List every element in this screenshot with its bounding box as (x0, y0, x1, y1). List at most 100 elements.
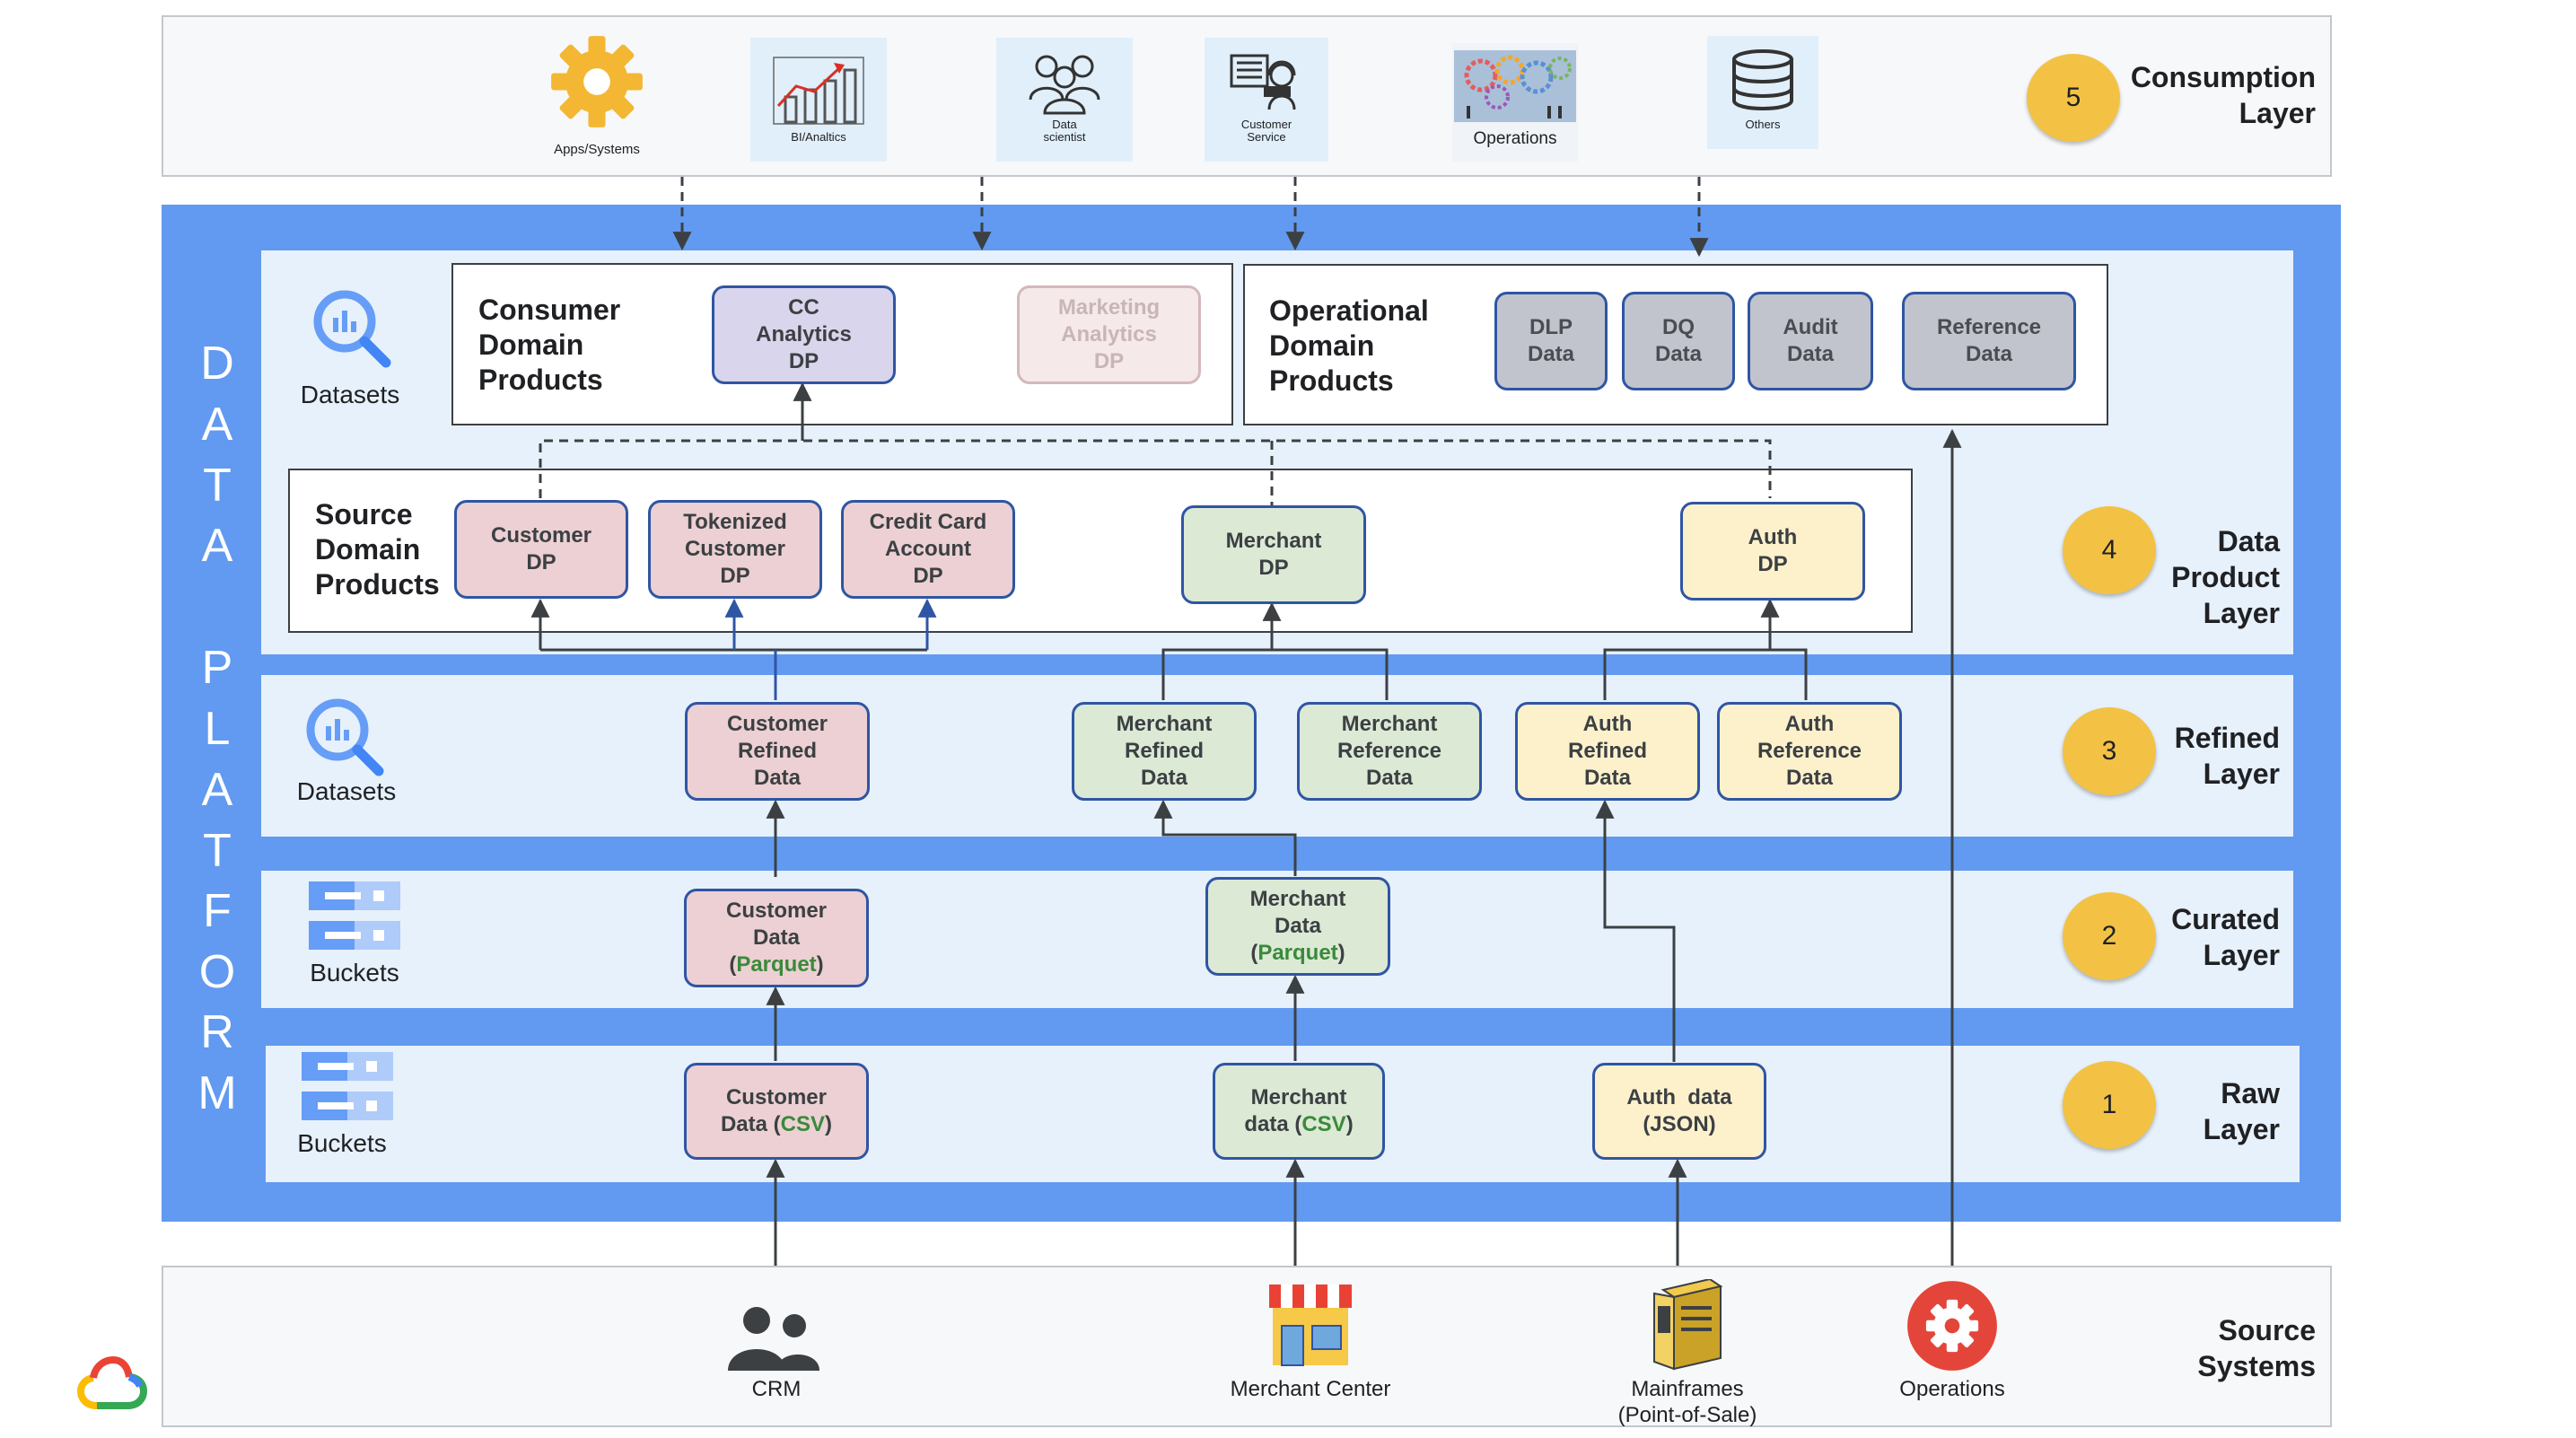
auth-dp[interactable]: Auth DP (1680, 502, 1865, 601)
raw-layer-label: Raw Layer (2203, 1077, 2280, 1145)
tokenized-customer-dp[interactable]: Tokenized Customer DP (648, 500, 822, 599)
datasets-store: Datasets (284, 694, 409, 820)
merchant-dp[interactable]: Merchant DP (1181, 505, 1366, 604)
format-label: CSV (780, 1112, 826, 1136)
box-line: Auth data (1626, 1085, 1732, 1109)
operations-source[interactable]: Operations (1889, 1279, 2015, 1414)
data-product-layer-label: Data Product Layer (2171, 525, 2280, 629)
buckets-store: Buckets (284, 1050, 400, 1162)
mainframes-source[interactable]: Mainframes (Point-of-Sale) (1598, 1279, 1777, 1432)
auth-data-json[interactable]: Auth data (JSON) (1592, 1063, 1766, 1160)
operations-consumer[interactable]: Operations (1452, 43, 1578, 162)
platform-letter: L (204, 703, 231, 755)
bar-chart-icon (773, 57, 864, 125)
credit-card-account-dp[interactable]: Credit Card Account DP (841, 500, 1015, 599)
customer-dp[interactable]: Customer DP (454, 500, 628, 599)
box-line: Data (1274, 914, 1322, 938)
google-cloud-logo (76, 1355, 147, 1409)
format-label: Parquet (1257, 941, 1338, 965)
storage-bucket-icon (302, 1052, 393, 1120)
buckets-store: Buckets (296, 880, 413, 992)
auth-reference-data[interactable]: Auth Reference Data (1717, 702, 1902, 801)
database-icon (1732, 49, 1793, 110)
consumption-layer-label: Consumption Layer (2130, 61, 2316, 129)
layer-number-badge: 2 (2063, 892, 2156, 980)
box-paren: ) (825, 1112, 833, 1136)
apps-systems-consumer[interactable]: Apps/Systems (539, 34, 655, 164)
buckets-label: Buckets (297, 1129, 387, 1157)
refined-layer-label: Refined Layer (2174, 722, 2280, 790)
audit-data[interactable]: Audit Data (1748, 292, 1873, 390)
consumer-label: Operations (1473, 129, 1557, 148)
customer-service-icon (1230, 54, 1296, 110)
crm-source[interactable]: CRM (714, 1306, 839, 1414)
platform-letter: R (200, 1006, 234, 1058)
consumer-label: Apps/Systems (554, 142, 640, 157)
box-line: (JSON) (1643, 1112, 1716, 1136)
source-label: CRM (751, 1377, 802, 1401)
box-line: Data ( (720, 1112, 781, 1136)
box-line: Merchant (1249, 887, 1346, 911)
reference-data[interactable]: Reference Data (1902, 292, 2076, 390)
consumer-label: BI/Analtics (791, 130, 846, 144)
consumer-label: Customer Service (1240, 118, 1292, 144)
merchant-center-source[interactable]: Merchant Center (1221, 1279, 1400, 1414)
box-line: Merchant (1250, 1085, 1347, 1109)
merchant-refined-data[interactable]: Merchant Refined Data (1072, 702, 1257, 801)
others-consumer[interactable]: Others (1707, 36, 1818, 149)
box-line: data ( (1244, 1112, 1302, 1136)
bi-analytics-consumer[interactable]: BI/Analtics (750, 38, 887, 162)
storage-bucket-icon (309, 881, 400, 950)
curated-layer-label: Curated Layer (2171, 903, 2280, 971)
crm-users-icon (728, 1307, 819, 1371)
platform-letter: P (201, 642, 233, 694)
platform-letter: T (203, 460, 232, 512)
box-line: Data (752, 925, 801, 950)
consumer-domain-products-title: Consumer Domain Products (478, 294, 621, 396)
refined-layer-band (261, 675, 2293, 837)
data-scientist-consumer[interactable]: Data scientist (996, 38, 1133, 162)
customer-refined-data[interactable]: Customer Refined Data (685, 702, 870, 801)
mainframe-icon (1653, 1279, 1723, 1371)
platform-letter: O (198, 946, 236, 998)
layer-number-badge: 1 (2063, 1061, 2156, 1149)
cc-analytics-dp[interactable]: CC Analytics DP (712, 285, 896, 384)
operational-domain-products-title: Operational Domain Products (1269, 294, 1429, 397)
datasets-label: Datasets (300, 381, 400, 408)
operations-gear-icon (1907, 1281, 1997, 1371)
platform-letter: F (203, 885, 232, 937)
consumer-label: Data scientist (1043, 118, 1086, 144)
merchant-reference-data[interactable]: Merchant Reference Data (1297, 702, 1482, 801)
format-label: Parquet (736, 952, 817, 977)
source-label: Mainframes (Point-of-Sale) (1617, 1377, 1757, 1427)
box-line: Customer (725, 1085, 827, 1109)
buckets-label: Buckets (310, 959, 399, 986)
dlp-data[interactable]: DLP Data (1494, 292, 1608, 390)
platform-letter: A (201, 399, 233, 451)
platform-letter: A (201, 764, 233, 816)
platform-letter: M (197, 1067, 237, 1119)
consumer-label: Others (1745, 118, 1781, 131)
layer-number-badge: 3 (2063, 707, 2156, 795)
format-label: CSV (1301, 1112, 1346, 1136)
box-line: Customer (725, 899, 828, 923)
dq-data[interactable]: DQ Data (1622, 292, 1735, 390)
datasets-label: Datasets (296, 777, 397, 805)
storefront-icon (1269, 1285, 1352, 1366)
customer-service-consumer[interactable]: Customer Service (1205, 38, 1328, 162)
bigquery-icon (306, 698, 384, 776)
datasets-store: Datasets (287, 285, 413, 411)
source-systems-label: Source Systems (2197, 1314, 2316, 1382)
box-paren: ) (816, 952, 824, 977)
box-paren: ) (1337, 941, 1345, 965)
marketing-analytics-dp[interactable]: Marketing Analytics DP (1017, 285, 1201, 384)
auth-refined-data[interactable]: Auth Refined Data (1515, 702, 1700, 801)
source-label: Operations (1899, 1377, 2005, 1401)
